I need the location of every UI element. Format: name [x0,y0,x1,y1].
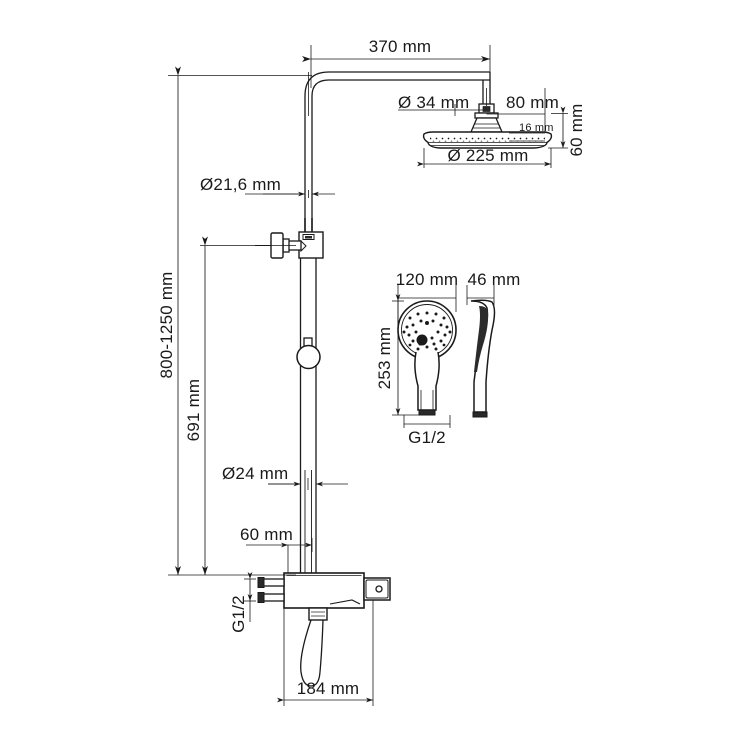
dim-mixer-60mm [246,538,313,573]
label-g12-lower: G1/2 [229,595,248,633]
label-80mm: 80 mm [506,93,559,112]
label-184mm: 184 mm [297,679,360,698]
label-head-225mm: Ø 225 mm [448,146,529,165]
label-handshower-120mm: 120 mm [396,270,459,289]
dim-riser-21-6mm [245,190,335,198]
overhead-rain-shower-head [422,103,553,149]
label-691mm: 691 mm [184,379,203,442]
dimension-labels: 370 mm Ø 34 mm 80 mm 16 mm 60 mm Ø 225 m… [157,37,586,698]
label-16mm: 16 mm [519,122,554,134]
dim-handshower-46mm [466,285,495,305]
dim-370mm [302,45,491,88]
dimension-lines [168,45,568,706]
shower-column-elevation [255,71,553,687]
dim-691mm [200,236,296,575]
riser-bar-middle [299,258,317,352]
dim-800-1250mm [168,66,312,576]
label-mixer-60mm: 60 mm [240,525,293,544]
label-g12-handshower: G1/2 [408,428,446,447]
label-handshower-46mm: 46 mm [468,270,521,289]
hand-shower-side-view [470,299,496,418]
dim-head-225mm [417,148,552,168]
label-head-60mm: 60 mm [567,104,586,157]
shower-hose [300,619,324,687]
label-arm-34mm: Ø 34 mm [398,93,469,112]
dim-g12-handshower [403,415,451,428]
label-handshower-253mm: 253 mm [375,327,394,390]
dim-handshower-253mm [392,294,420,416]
dim-184mm [277,600,374,706]
label-lower-riser-24mm: Ø24 mm [222,464,288,483]
label-800-1250mm: 800-1250 mm [157,271,176,378]
dim-arm-34mm [398,104,483,116]
dim-g12-lower [244,572,256,622]
dim-80mm [486,88,546,132]
thermostatic-mixer-body [257,572,391,621]
label-riser-21-6mm: Ø21,6 mm [200,175,281,194]
hand-shower-holder [296,337,321,370]
dim-lower-riser-24mm [268,478,348,490]
dim-16mm [509,132,545,142]
label-370mm: 370 mm [369,37,432,56]
spray-holes [402,311,452,351]
riser-bar-lower [299,365,317,575]
